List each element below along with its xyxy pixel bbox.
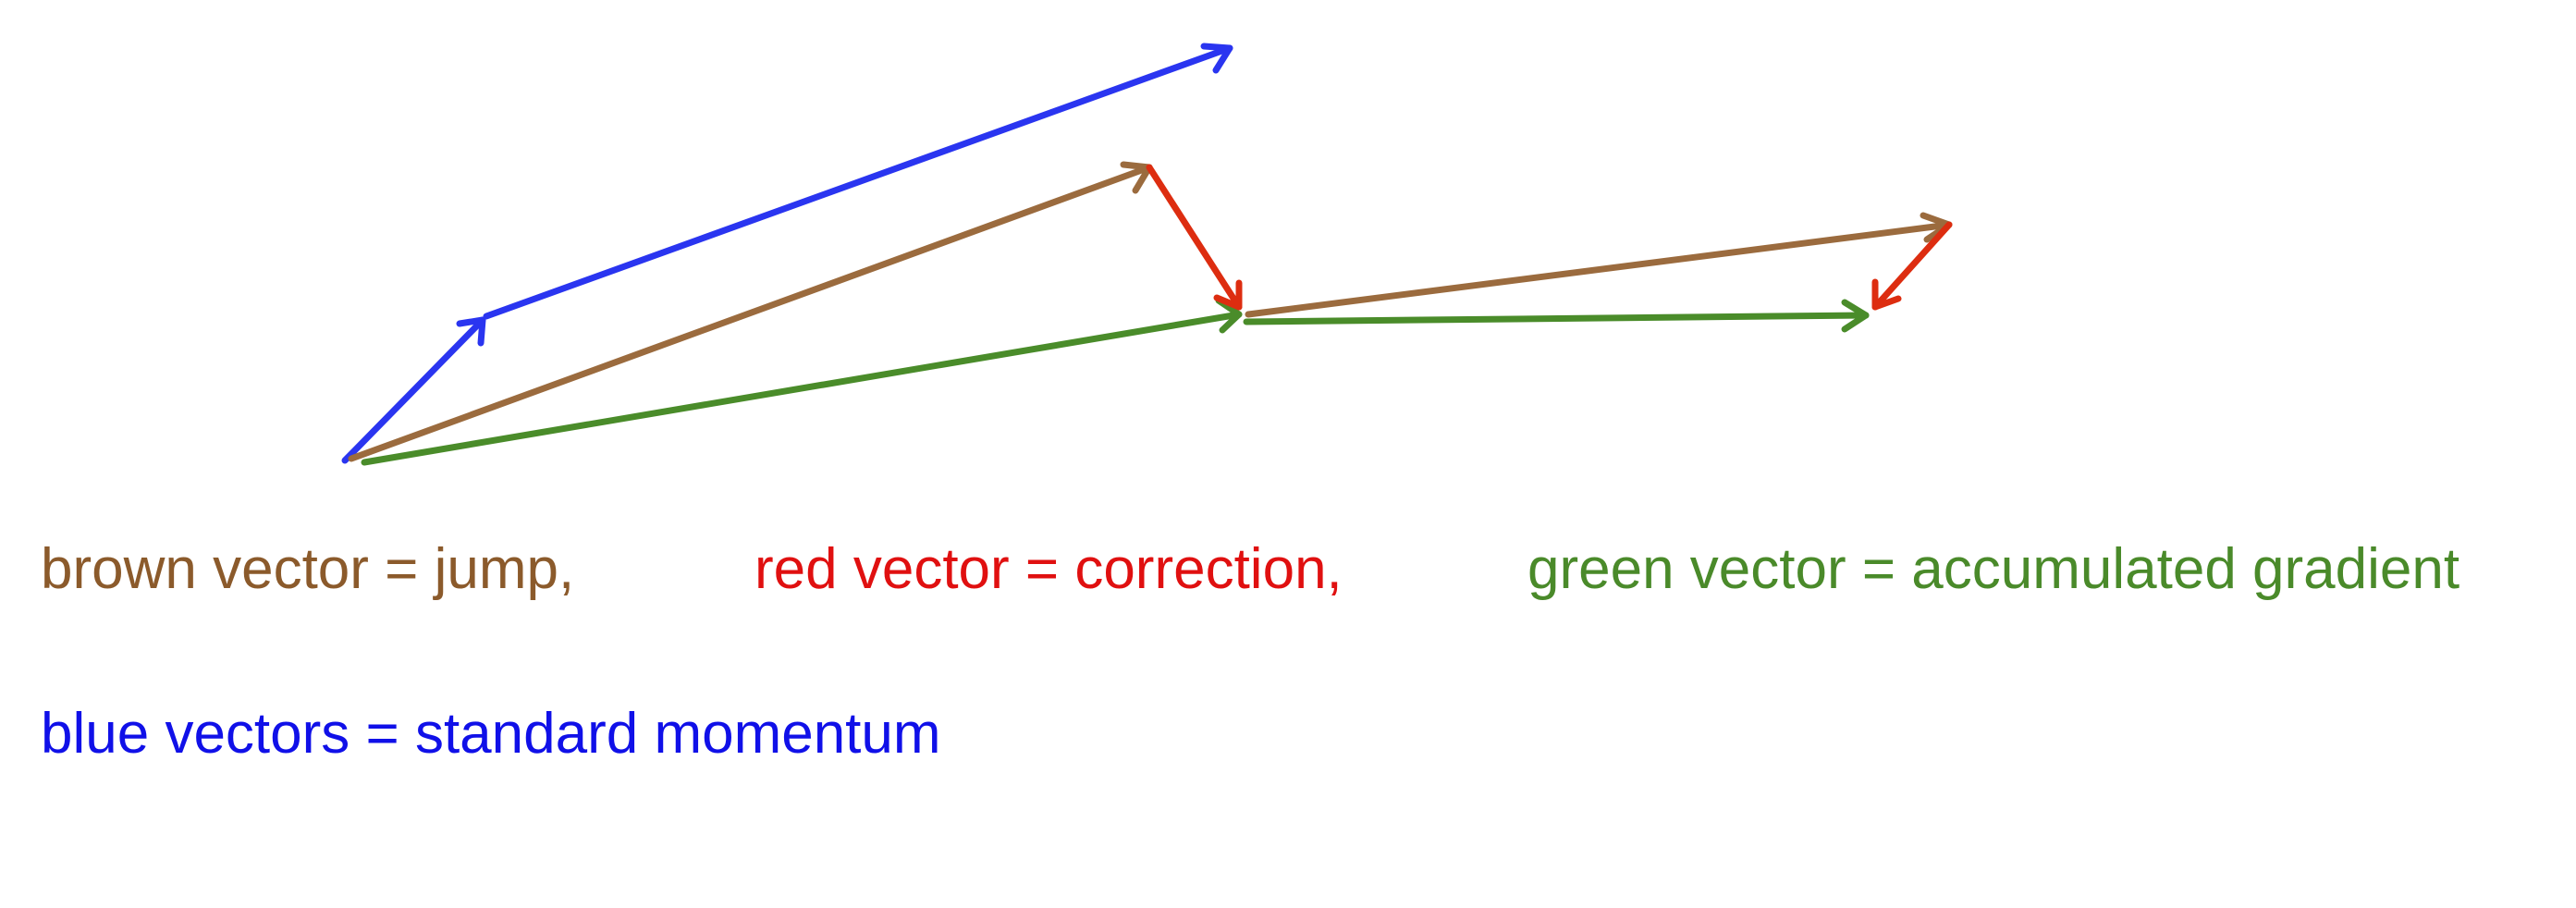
brown-vector-group xyxy=(348,161,1953,462)
blue-arrowhead-short xyxy=(456,316,486,347)
green-vector-second xyxy=(1243,312,1870,325)
green-arrowhead-second xyxy=(1841,299,1870,333)
legend-row-1: brown vector = jump, red vector = correc… xyxy=(0,523,2576,616)
green-vector-first xyxy=(361,311,1243,466)
blue-vector-short xyxy=(341,316,486,464)
vector-diagram xyxy=(341,43,1953,466)
legend-row-2: blue vectors = standard momentum xyxy=(0,688,2576,780)
blue-arrowhead-long xyxy=(1200,43,1233,74)
green-arrowhead-first xyxy=(1215,297,1243,334)
red-vector-group xyxy=(1146,164,1953,311)
brown-vector-second-jump xyxy=(1245,221,1953,318)
legend-brown-label: brown vector = jump, xyxy=(41,537,575,601)
red-arrowhead-second-correction xyxy=(1871,278,1902,311)
brown-vector-first-jump xyxy=(348,164,1153,462)
red-vector-first-correction xyxy=(1146,164,1243,311)
legend-blue-label: blue vectors = standard momentum xyxy=(41,702,941,766)
red-vector-second-correction xyxy=(1871,221,1953,311)
blue-vector-long xyxy=(483,44,1233,320)
blue-vector-group xyxy=(341,43,1233,464)
legend-red-label: red vector = correction, xyxy=(754,537,1343,601)
legend-green-label: green vector = accumulated gradient xyxy=(1527,537,2460,601)
green-vector-group xyxy=(361,297,1870,466)
red-arrowhead-first-correction xyxy=(1213,279,1243,311)
